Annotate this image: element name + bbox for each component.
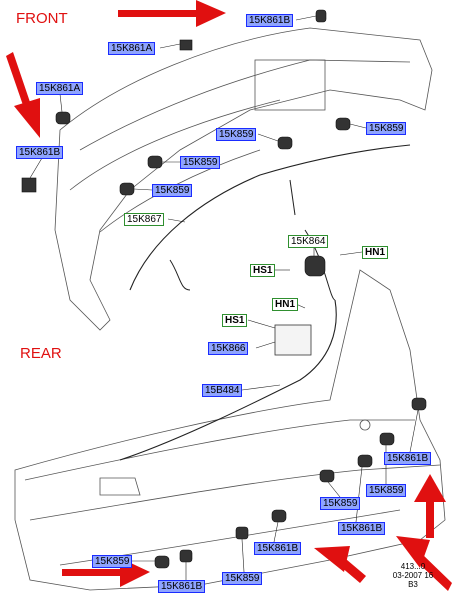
front-section-title: FRONT <box>16 10 68 27</box>
sensor-glyph-front-1 <box>147 155 163 169</box>
rear-bumper-outline <box>14 269 446 591</box>
label-rear-mid-b: 15K861B <box>254 542 302 555</box>
arrow-rear-right <box>414 474 446 538</box>
label-rear-harness: 15B484 <box>202 384 243 397</box>
label-front-left-a: 15K861A <box>36 82 84 95</box>
reference-stamp: 413...0 03-2007 16 B3 <box>388 562 438 589</box>
label-hs-mid: HS1 <box>222 314 248 327</box>
rear-harness-wire <box>119 299 337 461</box>
front-bumper-outline <box>54 27 433 331</box>
label-rear-sensor-2: 15K859 <box>320 497 361 510</box>
arrow-front-left <box>6 52 40 138</box>
label-rear-right-b: 15K861B <box>384 452 432 465</box>
label-front-left-b: 15K861B <box>16 146 64 159</box>
label-hn-mid: HN1 <box>272 298 299 311</box>
sensor-glyph-front-2 <box>119 182 135 196</box>
sensor-glyph-front-left <box>55 111 71 125</box>
sensor-glyph-front-top <box>315 9 327 23</box>
label-front-sensor-1: 15K859 <box>180 156 221 169</box>
sensor-glyph-rear-5 <box>271 509 287 523</box>
arrow-front-top <box>118 0 226 27</box>
control-module-drawing <box>274 324 312 356</box>
sensor-glyph-front-3 <box>277 136 293 150</box>
label-buzzer: 15K864 <box>288 235 329 248</box>
sensor-glyph-rear-7 <box>154 555 170 569</box>
arrow-rear-corner <box>396 536 452 591</box>
bracket-glyph-front-a <box>179 39 193 51</box>
label-front-harness: 15K867 <box>124 213 165 226</box>
label-front-sensor-3: 15K859 <box>216 128 257 141</box>
rear-section-title: REAR <box>20 345 62 362</box>
label-module: 15K866 <box>208 342 249 355</box>
reference-line-3: B3 <box>408 580 418 589</box>
rear-tow-eye <box>359 419 371 431</box>
label-rear-bottom-sensor: 15K859 <box>222 572 263 585</box>
label-front-sensor-top: 15K861B <box>246 14 294 27</box>
sensor-glyph-rear-2 <box>379 432 395 446</box>
sensor-glyph-rear-8 <box>179 549 193 563</box>
reference-line-1: 413...0 <box>400 562 426 571</box>
label-front-sensor-4: 15K859 <box>366 122 407 135</box>
label-rear-left-sensor: 15K859 <box>92 555 133 568</box>
label-hn-top: HN1 <box>362 246 389 259</box>
reference-line-2: 03-2007 16 <box>392 571 434 580</box>
front-license-recess <box>254 59 326 111</box>
sensor-glyph-front-4 <box>335 117 351 131</box>
sensor-glyph-rear-3 <box>357 454 373 468</box>
label-front-sensor-2: 15K859 <box>152 184 193 197</box>
sensor-glyph-rear-4 <box>319 469 335 483</box>
sensor-glyph-rear-6 <box>235 526 249 540</box>
sensor-glyph-rear-1 <box>411 397 427 411</box>
arrow-rear-mid <box>314 546 366 583</box>
label-rear-left-b: 15K861B <box>158 580 206 593</box>
label-front-bracket-a: 15K861A <box>108 42 156 55</box>
label-rear-sensor-1: 15K859 <box>366 484 407 497</box>
buzzer-glyph <box>304 255 326 277</box>
rear-reflector <box>99 477 141 496</box>
bracket-glyph-front-left <box>21 177 37 193</box>
label-hs-top: HS1 <box>250 264 276 277</box>
label-rear-center-b: 15K861B <box>338 522 386 535</box>
front-harness-wire <box>129 144 411 291</box>
